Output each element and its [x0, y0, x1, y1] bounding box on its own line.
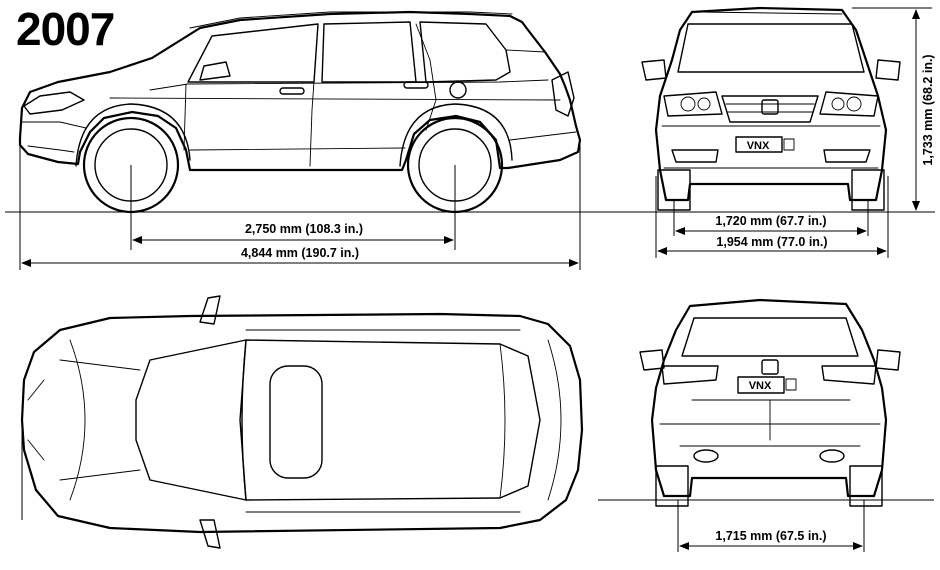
- rear-track-label: 1,715 mm (67.5 in.): [715, 529, 826, 543]
- height-label: 1,733 mm (68.2 in.): [921, 54, 935, 165]
- beltline: [149, 79, 549, 91]
- hood-line-front: [69, 339, 86, 501]
- length-label: 4,844 mm (190.7 in.): [241, 246, 359, 260]
- a-pillar-seam: [183, 83, 187, 151]
- front-left-foglamp: [671, 149, 719, 163]
- rear-window-glass: [681, 317, 859, 357]
- rear-left-tire: [655, 465, 689, 507]
- rear-door-handle: [403, 81, 429, 89]
- hood-creases: [59, 359, 141, 481]
- grille-bars: [725, 103, 815, 113]
- rear-glass-edge: [499, 343, 506, 499]
- top-view: [20, 295, 584, 549]
- headlamp: [23, 91, 85, 115]
- rear-plate-text: VNX: [749, 380, 772, 392]
- front-bumper-line: [21, 121, 87, 129]
- top-right-mirror: [199, 519, 221, 549]
- top-windshield: [135, 339, 247, 501]
- front-left-headlamp: [663, 91, 723, 117]
- roof-rails-top: [245, 329, 521, 513]
- front-plate-text: VNX: [747, 140, 770, 152]
- left-lamp-bulb-2: [697, 97, 711, 111]
- rear-left-tail-lamp: [661, 365, 719, 385]
- fuel-door: [449, 81, 467, 99]
- rear-body-outline: [650, 298, 888, 498]
- tail-lamp: [551, 71, 575, 117]
- front-track-label: 1,720 mm (67.7 in.): [715, 214, 826, 228]
- front-right-mirror: [875, 59, 901, 81]
- right-lamp-bulb: [846, 96, 862, 112]
- left-exhaust: [693, 449, 719, 463]
- front-skirt-line: [27, 145, 75, 153]
- roof-rail: [189, 11, 513, 29]
- front-lamp-lines: [27, 379, 45, 461]
- front-license-plate: [735, 136, 783, 153]
- width-label: 1,954 mm (77.0 in.): [716, 235, 827, 249]
- sill-line: [189, 147, 406, 151]
- rear-right-mirror: [875, 349, 901, 371]
- front-body-outline: [654, 6, 888, 202]
- rear-plate-badge: [785, 378, 797, 391]
- left-lamp-bulb: [680, 96, 696, 112]
- rear-bumper-line: [509, 131, 577, 141]
- front-door-seam: [309, 23, 319, 167]
- rear-wheel-arch: [399, 103, 513, 167]
- front-emblem: [761, 99, 779, 115]
- rear-view: VNX 1,715 mm (67.5 in.): [598, 298, 934, 552]
- middle-window: [321, 21, 417, 83]
- front-right-foglamp: [823, 149, 871, 163]
- rear-left-mirror: [639, 349, 665, 371]
- wheelbase-label: 2,750 mm (108.3 in.): [245, 222, 363, 236]
- rear-glass-line: [505, 49, 546, 53]
- windshield: [677, 23, 865, 73]
- front-door-handle: [279, 87, 305, 95]
- front-right-headlamp: [819, 91, 879, 117]
- sunroof: [269, 365, 323, 479]
- front-grille: [721, 95, 819, 123]
- top-body-outline: [20, 312, 584, 534]
- rear-right-tire: [849, 465, 883, 507]
- front-view: VNX 1,720 mm (67.7 in.) 1,954 mm (77.0 i…: [641, 6, 935, 258]
- side-body-outline: [18, 10, 582, 172]
- shoulder-line: [109, 97, 561, 101]
- rear-door-seam: [415, 23, 437, 131]
- rear-window: [419, 21, 511, 83]
- side-view: 2,750 mm (108.3 in.) 4,844 mm (190.7 in.…: [5, 10, 935, 270]
- right-exhaust: [819, 449, 845, 463]
- rear-license-plate: [737, 376, 785, 394]
- roof-line-front: [699, 11, 843, 15]
- front-wheel-arch: [75, 103, 191, 167]
- top-roof: [241, 339, 541, 501]
- tailgate-lines: [691, 399, 851, 441]
- rear-right-tail-lamp: [821, 365, 877, 385]
- front-window: [187, 23, 319, 83]
- top-left-mirror: [199, 295, 221, 325]
- right-lamp-bulb-2: [831, 97, 845, 111]
- model-year-title: 2007: [16, 3, 115, 55]
- front-plate-badge: [783, 138, 795, 151]
- rear-emblem: [761, 359, 779, 375]
- front-left-mirror: [641, 59, 667, 81]
- rear-hatch-line: [547, 339, 562, 501]
- side-mirror: [199, 61, 231, 81]
